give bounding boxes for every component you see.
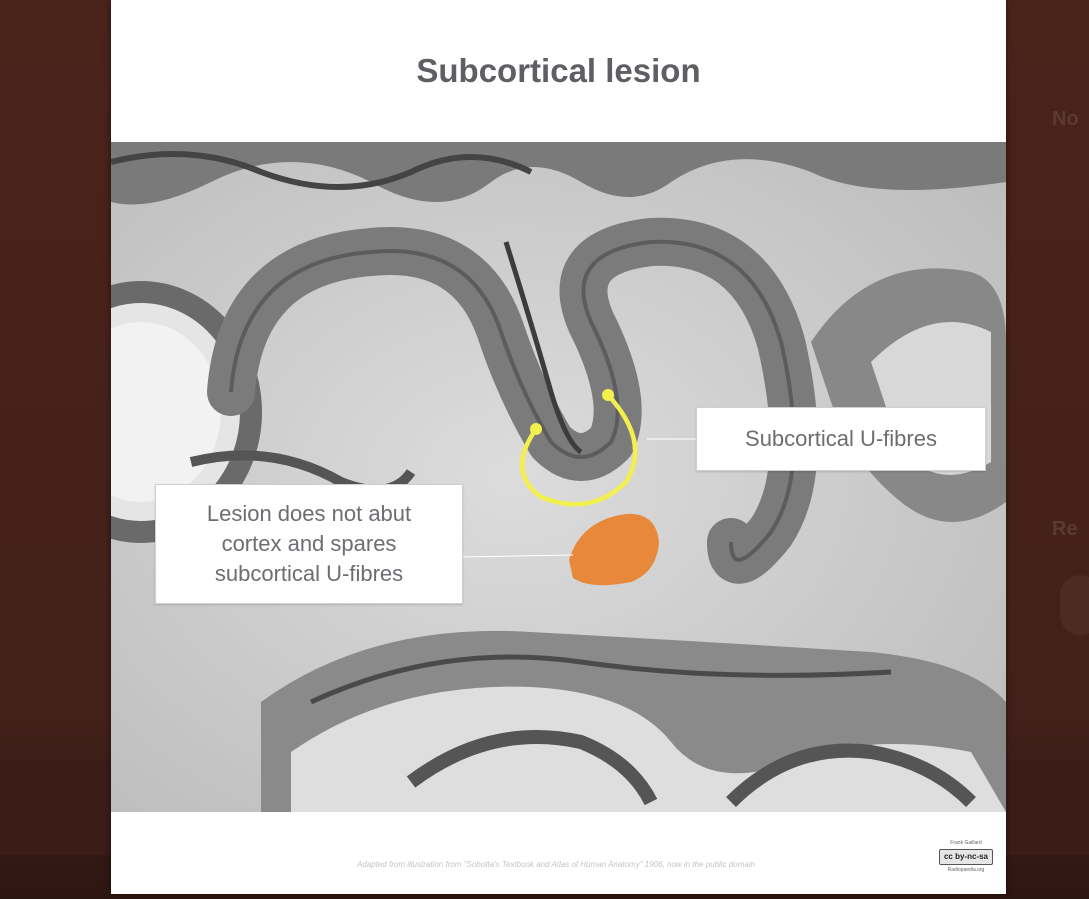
slide-title: Subcortical lesion	[111, 52, 1006, 90]
background-heading-2: Re	[1052, 518, 1078, 541]
license-badge-block[interactable]: Frank Gaillard cc by-nc-sa Radiopaedia.o…	[931, 840, 1001, 873]
slide-viewer-modal[interactable]: Subcortical lesion	[111, 0, 1006, 894]
callout-lesion-line-3: subcortical U-fibres	[207, 559, 411, 589]
callout-lesion: Lesion does not abut cortex and spares s…	[155, 484, 463, 604]
background-avatar	[1060, 575, 1089, 635]
callout-lesion-line-1: Lesion does not abut	[207, 499, 411, 529]
brain-section-illustration: Subcortical U-fibres Lesion does not abu…	[111, 142, 1006, 812]
license-source: Radiopaedia.org	[931, 867, 1001, 873]
u-fibre-endpoint-right	[602, 389, 614, 401]
callout-lesion-line-2: cortex and spares	[207, 529, 411, 559]
cc-license-icon[interactable]: cc by-nc-sa	[939, 849, 993, 865]
u-fibre-endpoint-left	[530, 423, 542, 435]
brain-section-svg	[111, 142, 1006, 812]
callout-u-fibres: Subcortical U-fibres	[696, 407, 986, 471]
license-author: Frank Gaillard	[931, 840, 1001, 846]
background-heading-1: No	[1052, 108, 1079, 131]
image-credit: Adapted from illustration from "Sobotta'…	[201, 860, 911, 869]
